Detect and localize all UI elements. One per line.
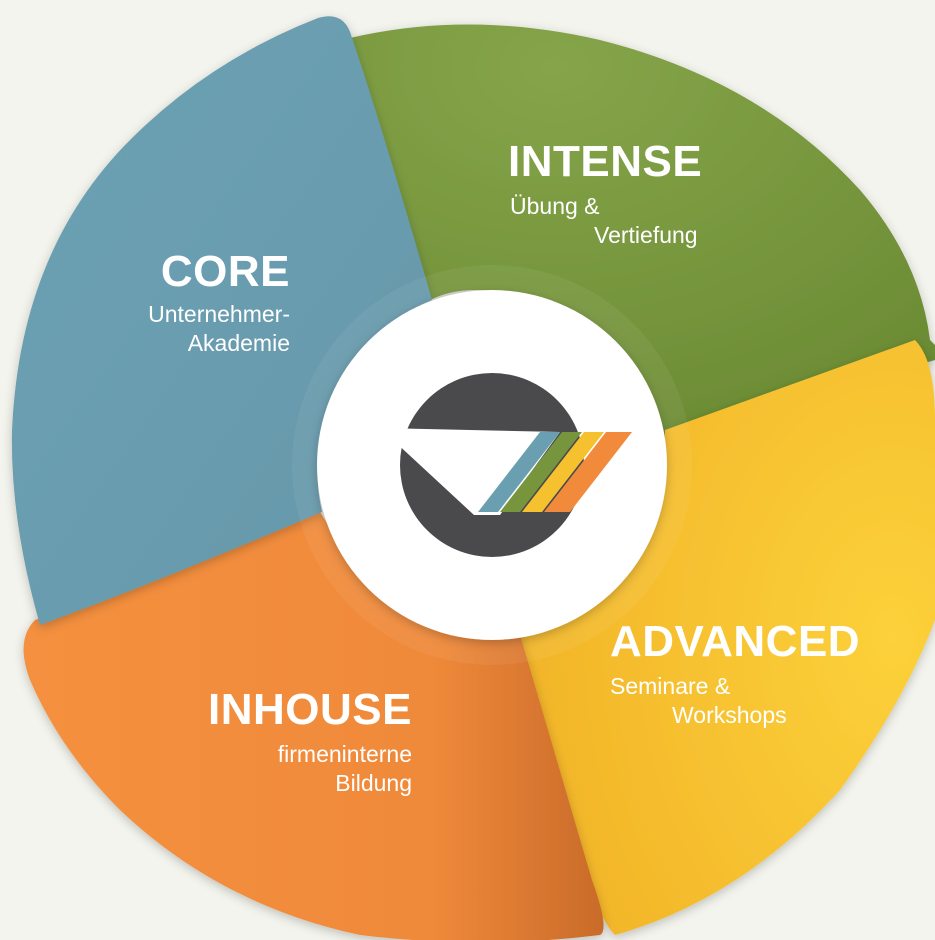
inhouse-subtitle-line2: Bildung (335, 770, 412, 796)
label-inhouse: INHOUSE firmeninterne Bildung (170, 688, 412, 798)
label-intense: INTENSE Übung & Vertiefung (508, 140, 768, 250)
core-subtitle-line1: Unternehmer- (148, 301, 290, 327)
label-core: CORE Unternehmer- Akademie (60, 250, 290, 358)
logo-stripe-1 (500, 432, 582, 512)
intense-title: INTENSE (508, 137, 703, 186)
advanced-subtitle-line2: Workshops (672, 702, 787, 728)
label-advanced: ADVANCED Seminare & Workshops (610, 620, 910, 730)
segment-advanced (515, 340, 935, 935)
intense-subtitle-line2: Vertiefung (594, 222, 698, 248)
segment-core (11, 16, 432, 625)
advanced-title: ADVANCED (610, 617, 861, 666)
logo-stripe-3 (544, 432, 632, 512)
core-title: CORE (160, 247, 290, 296)
segment-inhouse (23, 512, 604, 940)
logo-stripe-2 (522, 432, 604, 512)
inhouse-title: INHOUSE (208, 685, 412, 734)
stripes-logo-icon (380, 373, 632, 557)
intense-subtitle-line1: Übung & (510, 193, 600, 219)
segment-intense (350, 24, 935, 440)
advanced-subtitle-line1: Seminare & (610, 673, 731, 699)
inhouse-subtitle-line1: firmeninterne (277, 741, 412, 767)
core-subtitle-line2: Akademie (187, 330, 290, 356)
logo-stripe-0 (478, 432, 560, 512)
